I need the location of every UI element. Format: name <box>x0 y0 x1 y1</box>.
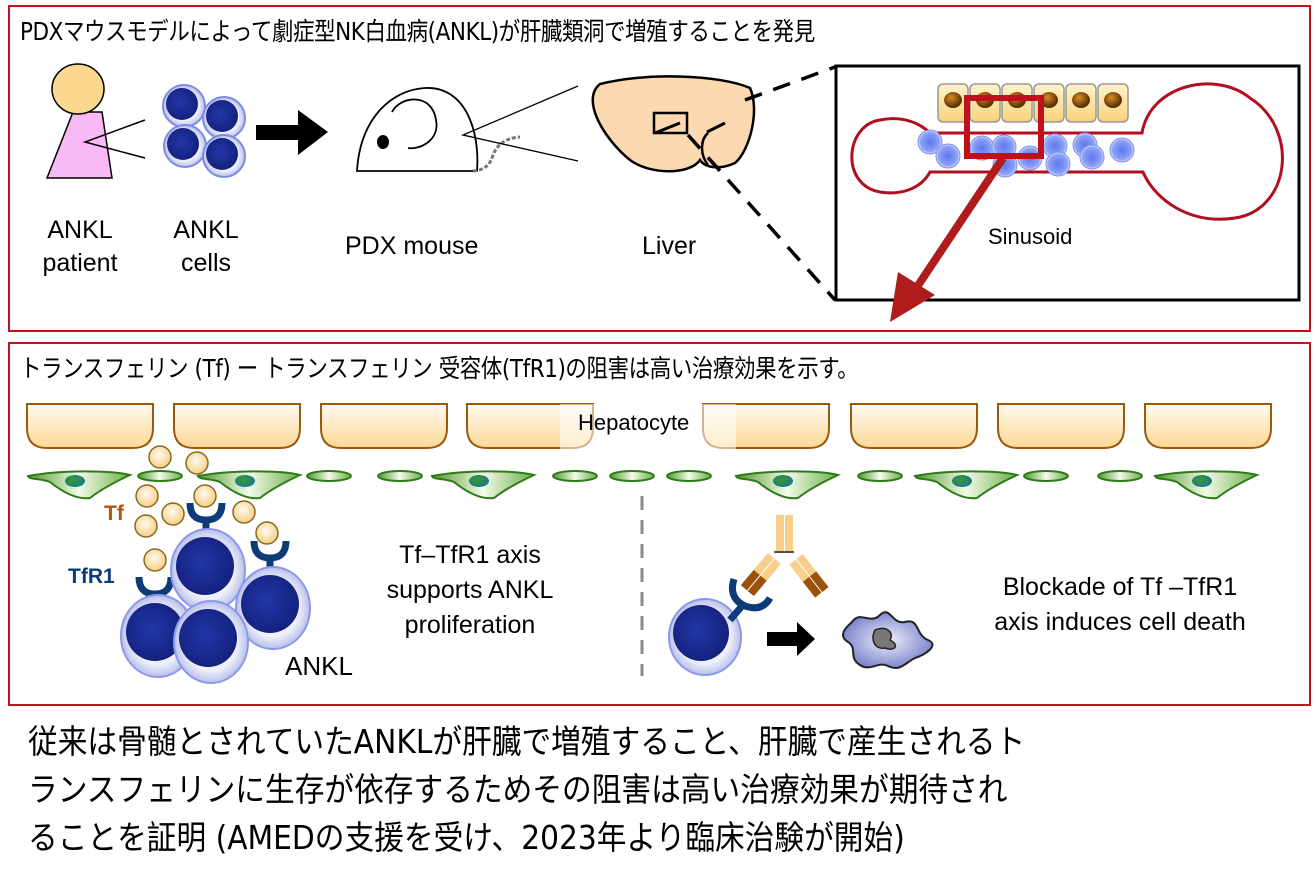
label-line: supports ANKL <box>386 576 554 604</box>
label-ankl-patient: ANKL patient <box>40 214 120 280</box>
endothelial-cell <box>1153 470 1260 500</box>
panel-tf-tfr1-blockade: トランスフェリン (Tf) ー トランスフェリン 受容体(TfR1)の阻害は高い… <box>8 342 1311 706</box>
label-sinusoid: Sinusoid <box>988 224 1073 249</box>
endothelial-cell <box>913 470 1020 500</box>
ankl-cells-cluster-icon <box>162 84 246 178</box>
sinusoid-hepatocytes <box>937 83 1129 123</box>
antibody-blockade-illustration <box>668 515 934 676</box>
panel-bottom-title: トランスフェリン (Tf) ー トランスフェリン 受容体(TfR1)の阻害は高い… <box>20 354 859 383</box>
mouse-icon <box>356 85 579 173</box>
red-zoom-arrow-icon <box>890 155 1007 322</box>
label-ankl: ANKL <box>285 651 353 681</box>
highlight-box <box>964 95 1044 159</box>
antibody-icon <box>740 515 829 598</box>
panel-top-title: PDXマウスモデルによって劇症型NK白血病(ANKL)が肝臓類洞で増殖することを… <box>20 17 815 46</box>
label-tf: Tf <box>104 502 124 525</box>
label-liver: Liver <box>642 232 697 260</box>
label-line: ANKL <box>173 216 239 244</box>
ankl-cell-cluster <box>120 502 311 684</box>
endothelial-cell <box>196 470 303 500</box>
label-blockade: Blockade of Tf –TfR1 axis induces cell d… <box>940 570 1300 640</box>
zoom-connector-lines <box>686 65 837 302</box>
endothelial-cell-layer <box>26 470 1260 500</box>
right-arrow-icon <box>767 622 815 656</box>
summary-line: ることを証明 (AMEDの支援を受け、2023年より臨床治験が開始) <box>28 818 905 857</box>
dead-cell-icon <box>842 611 934 669</box>
label-line: Tf–TfR1 axis <box>399 541 541 569</box>
summary-line: 従来は骨髄とされていたANKLが肝臓で増殖すること、肝臓で産生されるト <box>28 722 1026 761</box>
label-hepatocyte: Hepatocyte <box>578 410 690 435</box>
label-line: proliferation <box>404 611 536 639</box>
endothelial-cell <box>734 470 841 500</box>
right-arrow-icon <box>256 110 328 155</box>
hepatocyte-row <box>26 403 1272 449</box>
patient-icon <box>45 63 146 179</box>
label-line: ANKL <box>47 216 113 244</box>
transferrin-molecules <box>134 445 279 572</box>
label-line: axis induces cell death <box>994 608 1246 636</box>
label-tf-tfr1-axis: Tf–TfR1 axis supports ANKL proliferation <box>345 538 595 643</box>
label-line: Blockade of Tf –TfR1 <box>1002 573 1238 601</box>
summary-line: ランスフェリンに生存が依存するためその阻害は高い治療効果が期待され <box>28 770 1008 809</box>
label-pdx-mouse: PDX mouse <box>345 232 479 260</box>
endothelial-cell <box>430 470 537 500</box>
tfr1-receptor-icon <box>727 577 774 623</box>
endothelial-cell <box>26 470 133 500</box>
sinusoid-inset <box>834 64 1301 302</box>
summary-text: 従来は骨髄とされていたANKLが肝臓で増殖すること、肝臓で産生されるト ランスフ… <box>28 718 1025 862</box>
label-line: patient <box>42 249 118 277</box>
label-ankl-cells: ANKL cells <box>166 214 246 280</box>
label-line: cells <box>180 249 231 277</box>
liver-icon <box>591 75 756 173</box>
label-tfr1: TfR1 <box>68 565 115 588</box>
